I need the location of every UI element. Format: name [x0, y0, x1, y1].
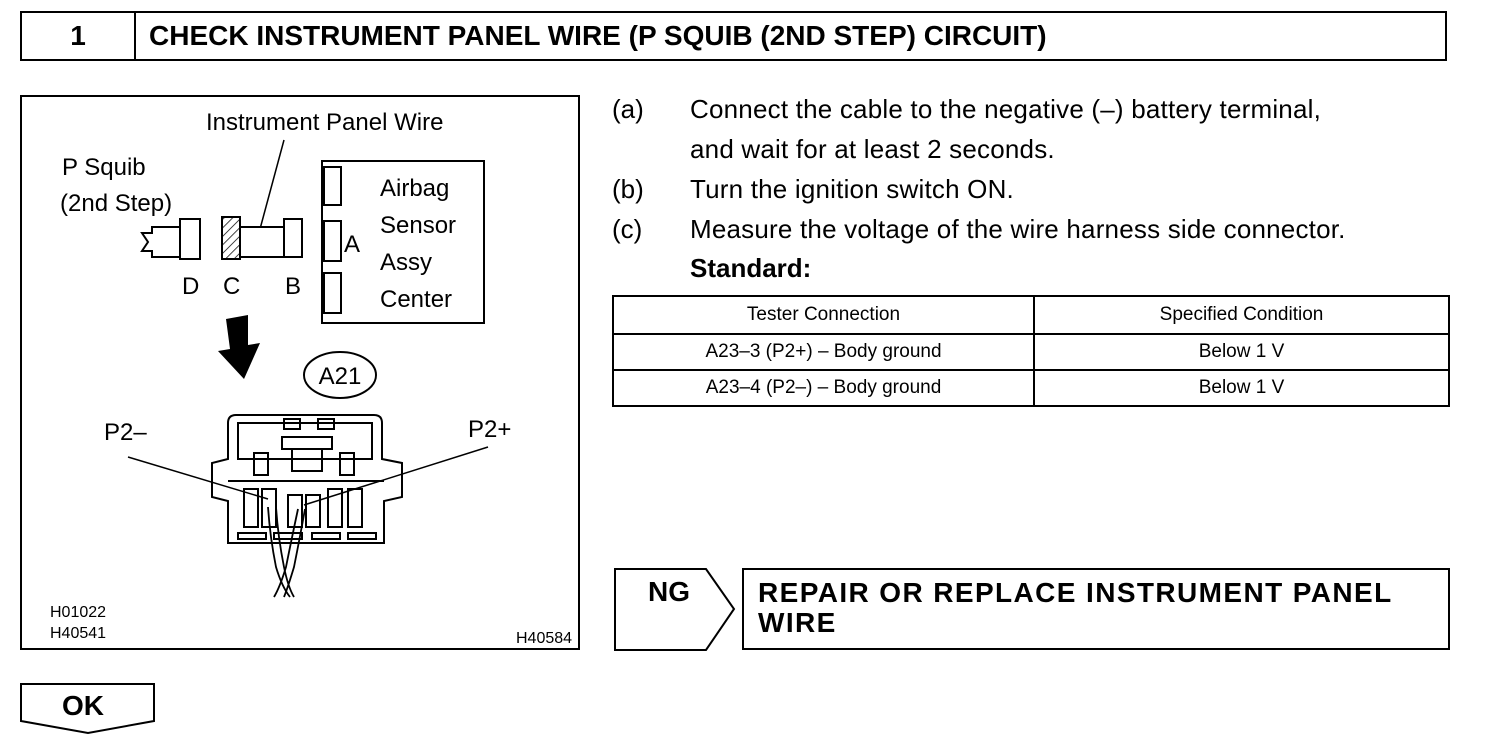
- connector-label-c: C: [223, 273, 240, 300]
- connector-diagram: Instrument Panel Wire P Squib (2nd Step)…: [20, 95, 580, 650]
- ng-arrow-icon: [614, 568, 736, 651]
- table-row: A23–4 (P2–) – Body ground Below 1 V: [612, 369, 1450, 407]
- standard-label: Standard:: [690, 253, 812, 283]
- ng-action-line2: WIRE: [758, 607, 837, 638]
- table-cell: Below 1 V: [1033, 369, 1450, 407]
- p-squib-label-line2: (2nd Step): [60, 190, 172, 217]
- p2-minus-label: P2–: [104, 419, 147, 446]
- step-c-letter: (c): [612, 214, 643, 244]
- p2-plus-label: P2+: [468, 416, 511, 443]
- step-number: 1: [22, 13, 136, 59]
- table-row: A23–3 (P2+) – Body ground Below 1 V: [612, 333, 1450, 371]
- table-cell: A23–4 (P2–) – Body ground: [612, 369, 1035, 407]
- step-a-letter: (a): [612, 94, 644, 124]
- step-b-letter: (b): [612, 174, 644, 204]
- airbag-label-line3: Assy: [380, 249, 432, 276]
- step-b-line1: Turn the ignition switch ON.: [690, 174, 1014, 204]
- step-a-line1: Connect the cable to the negative (–) ba…: [690, 94, 1322, 124]
- probe-wires: [267, 506, 306, 598]
- ng-label: NG: [648, 576, 690, 607]
- ng-action-line1: REPAIR OR REPLACE INSTRUMENT PANEL: [758, 577, 1393, 608]
- connector-face: [211, 414, 403, 544]
- connector-label-a: A: [344, 231, 360, 258]
- airbag-label-line4: Center: [380, 286, 452, 313]
- instrument-panel-wire-label: Instrument Panel Wire: [206, 109, 443, 136]
- connector-label-b: B: [285, 273, 301, 300]
- connector-id-label: A21: [319, 363, 362, 390]
- connector-label-d: D: [182, 273, 199, 300]
- p-squib-label-line1: P Squib: [62, 154, 146, 181]
- connector-illustration: Instrument Panel Wire P Squib (2nd Step)…: [50, 109, 572, 647]
- down-arrow-icon: [218, 315, 260, 379]
- figure-code-3: H40584: [516, 630, 572, 647]
- ng-action-text: REPAIR OR REPLACE INSTRUMENT PANEL WIRE: [758, 578, 1434, 638]
- figure-code-1: H01022: [50, 604, 106, 621]
- ng-action-box: REPAIR OR REPLACE INSTRUMENT PANEL WIRE: [742, 568, 1450, 650]
- step-c-line1: Measure the voltage of the wire harness …: [690, 214, 1346, 244]
- table-header-row: Tester Connection Specified Condition: [612, 295, 1450, 335]
- table-cell: Below 1 V: [1033, 333, 1450, 371]
- ok-arrow-icon: [20, 683, 155, 735]
- step-header: 1 CHECK INSTRUMENT PANEL WIRE (P SQUIB (…: [20, 11, 1447, 61]
- ok-label: OK: [62, 690, 104, 721]
- figure-code-2: H40541: [50, 625, 106, 642]
- table-cell: A23–3 (P2+) – Body ground: [612, 333, 1035, 371]
- airbag-label-line2: Sensor: [380, 212, 456, 239]
- table-header: Specified Condition: [1033, 295, 1450, 335]
- airbag-label-line1: Airbag: [380, 175, 449, 202]
- table-header: Tester Connection: [612, 295, 1035, 335]
- step-a-line2: and wait for at least 2 seconds.: [690, 134, 1055, 164]
- spec-table: Tester Connection Specified Condition A2…: [612, 295, 1450, 407]
- step-title: CHECK INSTRUMENT PANEL WIRE (P SQUIB (2N…: [149, 20, 1047, 51]
